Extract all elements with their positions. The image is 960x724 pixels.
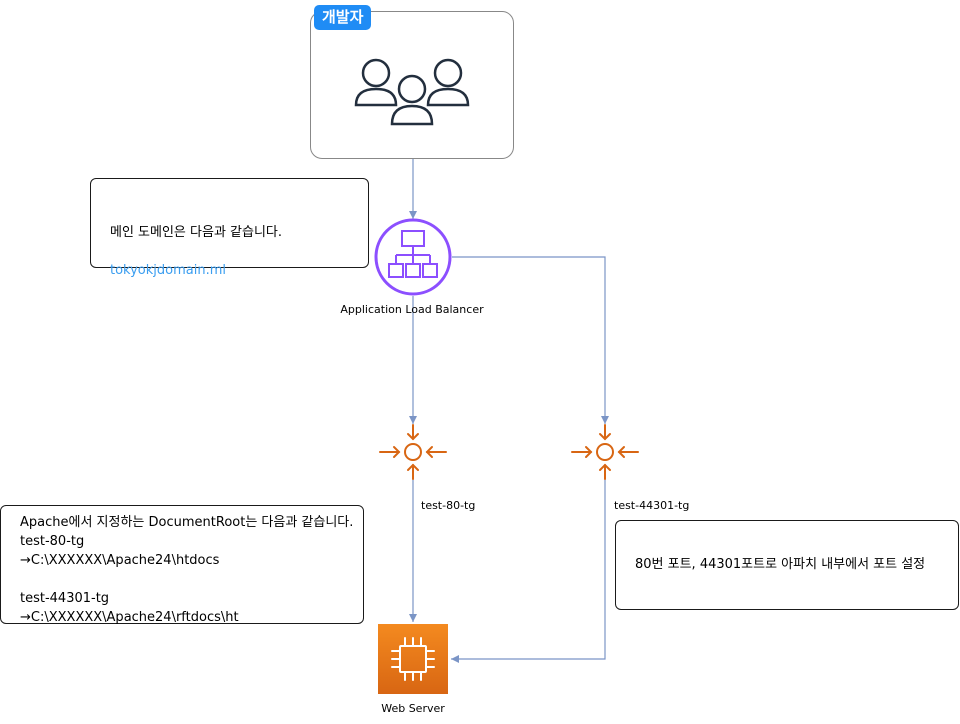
application-load-balancer-icon — [374, 218, 452, 296]
users-icon — [354, 58, 470, 126]
port-note-text: 80번 포트, 44301포트로 아파치 내부에서 포트 설정 — [635, 557, 926, 572]
tg80-label: test-80-tg — [421, 499, 476, 512]
domain-note-text: 메인 도메인은 다음과 같습니다. tokyokjdomain.ml — [110, 204, 282, 299]
domain-link[interactable]: tokyokjdomain.ml — [110, 263, 226, 278]
document-root-note-box — [0, 505, 364, 624]
web-server-label: Web Server — [381, 702, 445, 715]
document-root-note-text: Apache에서 지정하는 DocumentRoot는 다음과 같습니다. te… — [20, 515, 354, 625]
target-group-icon — [379, 424, 447, 480]
alb-label: Application Load Balancer — [340, 303, 484, 316]
tg44301-label: test-44301-tg — [614, 499, 690, 512]
developer-group-label: 개발자 — [314, 5, 372, 30]
domain-note-box — [90, 178, 369, 268]
connector-alb-to-tg44301 — [452, 256, 609, 424]
target-group-icon — [571, 424, 639, 480]
domain-note-line: 메인 도메인은 다음과 같습니다. — [110, 225, 283, 240]
port-note-box — [615, 520, 959, 610]
connector-tg44301-to-webserver — [451, 478, 606, 663]
ec2-instance-icon — [378, 624, 448, 694]
developer-group-box — [310, 11, 514, 159]
